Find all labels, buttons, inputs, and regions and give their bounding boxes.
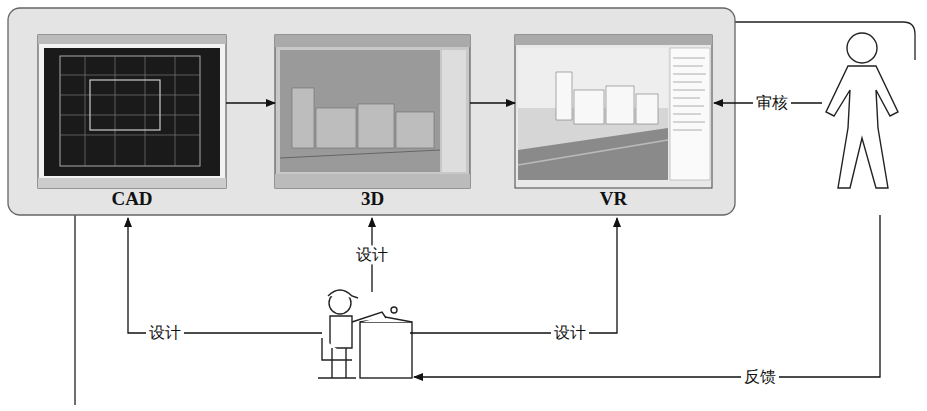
screenshot-panel: CAD: [38, 35, 226, 215]
panel-caption: CAD: [111, 188, 152, 211]
flow-arrow: [226, 102, 275, 103]
screenshot-panel: VR: [515, 35, 712, 215]
arrow-label: 设计: [353, 245, 391, 264]
arrow-label: 设计: [146, 323, 184, 342]
panel-caption: VR: [600, 188, 627, 211]
flow-arrow: [470, 102, 515, 103]
arrow-label: 设计: [551, 323, 589, 342]
arrow-label: 审核: [753, 93, 791, 112]
screenshot-panel: 3D: [275, 35, 470, 215]
arrow-label: 反馈: [741, 367, 779, 386]
panel-caption: 3D: [361, 188, 384, 211]
